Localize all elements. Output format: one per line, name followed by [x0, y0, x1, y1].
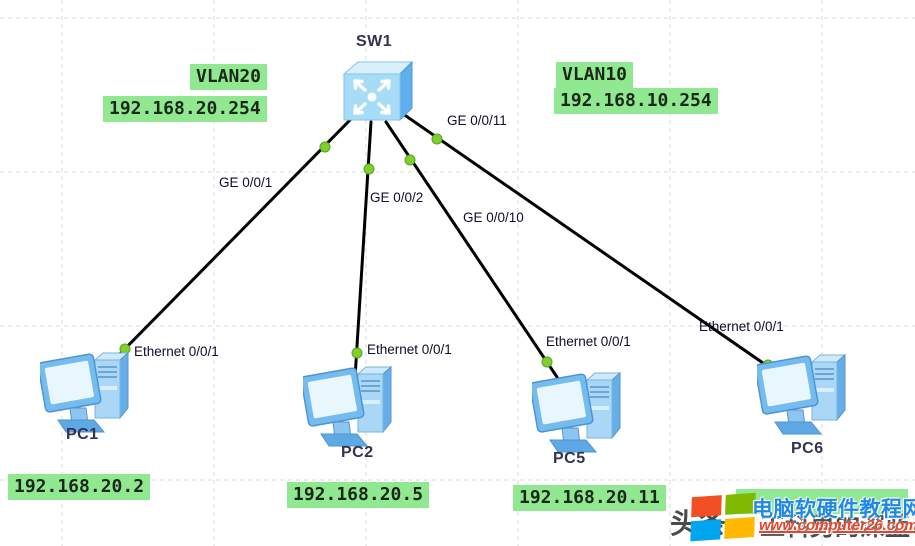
watermark-source-right: 工科男的深蓝 — [760, 513, 911, 541]
vlan20-ip-label[interactable]: 192.168.20.254 — [103, 96, 267, 122]
pc1-name-label: PC1 — [66, 426, 99, 443]
switch-arrows-icon — [353, 79, 391, 115]
pc1-ip-label[interactable]: 192.168.20.2 — [8, 474, 151, 500]
port-label-pc5-eth: Ethernet 0/0/1 — [546, 334, 631, 349]
link-sw1-pc2[interactable] — [353, 120, 373, 380]
port-label-ge-0-0-10: GE 0/0/10 — [463, 210, 524, 225]
switch-name-label: SW1 — [356, 33, 393, 50]
link-sw1-pc1[interactable] — [112, 116, 354, 362]
pc2-icon[interactable] — [299, 362, 403, 455]
pc2-name-label: PC2 — [341, 444, 374, 461]
port-dot — [404, 154, 416, 166]
watermark-site-url: www.computer26.com — [759, 517, 915, 534]
link-sw1-pc5[interactable] — [384, 120, 565, 388]
switch-sw1-icon[interactable] — [341, 58, 415, 129]
port-dot — [351, 347, 363, 359]
port-label-pc2-eth: Ethernet 0/0/1 — [367, 342, 452, 357]
port-dot — [319, 141, 331, 153]
pc5-icon[interactable] — [528, 368, 632, 461]
pc6-name-label: PC6 — [791, 440, 824, 457]
pc6-icon[interactable] — [753, 350, 857, 443]
port-label-ge-0-0-1: GE 0/0/1 — [219, 175, 273, 190]
port-label-ge-0-0-11: GE 0/0/11 — [447, 113, 507, 128]
pc2-ip-label[interactable]: 192.168.20.5 — [287, 482, 430, 508]
microsoft-window-logo-icon — [690, 492, 757, 542]
port-dot — [431, 133, 443, 145]
vlan10-label[interactable]: VLAN10 — [556, 62, 634, 88]
port-label-pc1-eth: Ethernet 0/0/1 — [134, 344, 219, 359]
port-label-ge-0-0-2: GE 0/0/2 — [370, 190, 424, 205]
watermark-site-name: 电脑软硬件教程网 — [752, 498, 915, 521]
port-dot — [363, 163, 375, 175]
pc5-ip-label[interactable]: 192.168.20.11 — [513, 485, 666, 511]
pc5-name-label: PC5 — [553, 450, 586, 467]
port-label-pc6-eth: Ethernet 0/0/1 — [699, 319, 784, 334]
port-dot — [541, 356, 553, 368]
vlan20-label[interactable]: VLAN20 — [190, 64, 268, 90]
link-sw1-pc6[interactable] — [404, 114, 791, 383]
vlan10-ip-label[interactable]: 192.168.10.254 — [554, 88, 718, 114]
